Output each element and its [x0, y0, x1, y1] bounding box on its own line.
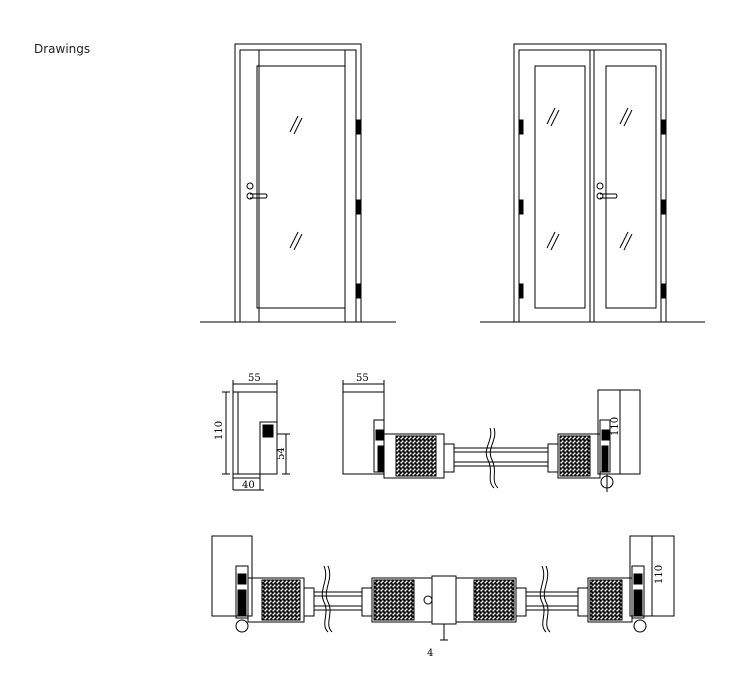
- page-heading: Drawings: [34, 42, 91, 56]
- meeting-rail: [431, 575, 457, 625]
- dim-single-section-depth: 110: [610, 417, 621, 436]
- hinge-knuckle-icon: [235, 619, 249, 633]
- glass-panel-right: [605, 65, 657, 309]
- hinge-icon: [518, 283, 524, 299]
- break-line: [321, 565, 329, 633]
- dim-frame-base: 40: [242, 480, 255, 491]
- dim-section-frame-width: 55: [356, 373, 369, 384]
- jamb-left: [211, 535, 253, 617]
- hinge-knuckle-icon: [633, 619, 647, 633]
- dim-double-section-depth: 110: [654, 565, 665, 584]
- door-frame-outer: [234, 43, 362, 323]
- break-line: [539, 565, 547, 633]
- glass-mark-icon: [619, 231, 633, 251]
- hinge-icon: [660, 119, 666, 135]
- glass-mark-icon: [546, 231, 560, 251]
- dim-frame-depth: 110: [214, 421, 225, 440]
- hinge-icon: [356, 283, 362, 299]
- lock-cylinder-icon: [246, 182, 254, 190]
- glass-panel: [256, 65, 346, 309]
- jamb-right: [597, 389, 641, 475]
- double-door-plan-section: [211, 535, 675, 641]
- dim-rebate-depth: 54: [276, 447, 287, 460]
- glass-mark-icon: [546, 107, 560, 127]
- hinge-icon: [518, 119, 524, 135]
- glass-mark-icon: [619, 107, 633, 127]
- hinge-icon: [356, 199, 362, 215]
- glass-mark-icon: [289, 115, 303, 135]
- hinge-icon: [660, 199, 666, 215]
- hinge-icon: [660, 283, 666, 299]
- single-door-elevation: [200, 43, 396, 323]
- handle-rose-icon: [246, 192, 254, 200]
- dim-center-mark: 4: [427, 648, 433, 659]
- lever-handle-icon: [250, 193, 268, 199]
- lever-handle-icon: [600, 193, 618, 199]
- double-door-elevation: [480, 43, 705, 323]
- glass-mark-icon: [289, 231, 303, 251]
- glass-panel-left: [534, 65, 586, 309]
- hinge-icon: [518, 199, 524, 215]
- door-frame-inner: [239, 49, 357, 323]
- single-door-plan-section: [342, 380, 641, 492]
- hinge-icon: [356, 119, 362, 135]
- frame-profile-detail: [222, 380, 290, 491]
- seal-icon: [262, 424, 274, 438]
- handle-rose-icon: [596, 192, 604, 200]
- lock-cylinder-icon: [596, 182, 604, 190]
- break-line: [485, 427, 495, 489]
- dim-frame-width: 55: [248, 373, 261, 384]
